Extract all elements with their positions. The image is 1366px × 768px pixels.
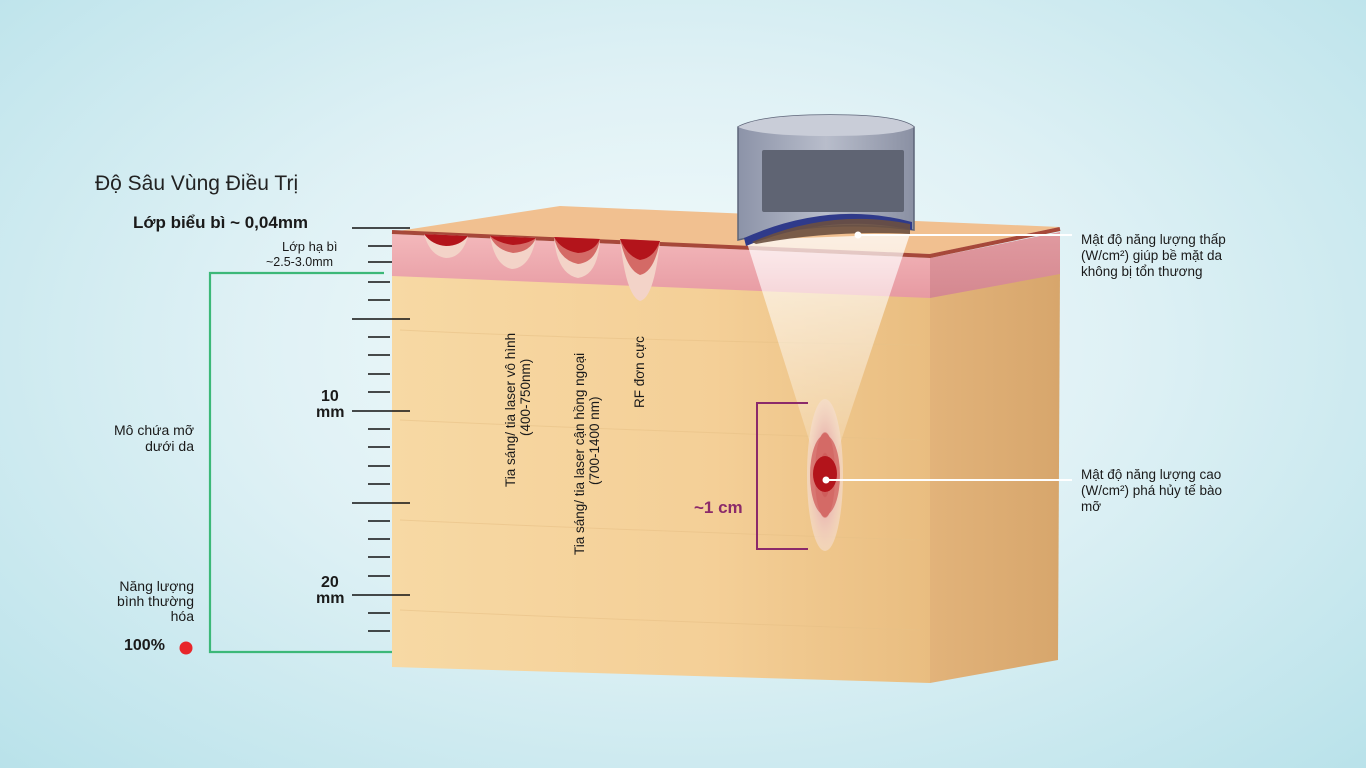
hifu-probe: [737, 114, 915, 246]
dermis-layer-side: [930, 232, 1060, 298]
low-density-label-line2: (W/cm²) giúp bề mặt da: [1081, 248, 1223, 263]
scale-20-unit: mm: [316, 590, 345, 607]
focus-size-label: ~1 cm: [694, 498, 743, 517]
rf-label: RF đơn cực: [632, 336, 647, 408]
energy-dot: [179, 641, 193, 655]
low-density-label-line1: Mật độ năng lượng thấp: [1081, 232, 1226, 247]
visible-laser-label: Tia sáng/ tia laser vô hình: [503, 332, 518, 487]
penetration-rf-monopolar: [620, 239, 660, 301]
fat-layer-side: [930, 272, 1060, 683]
nir-laser-range: (700-1400 nm): [587, 396, 602, 485]
visible-laser-range: (400-750nm): [518, 358, 533, 436]
high-density-label-line3: mỡ: [1081, 499, 1102, 514]
dermis-depth-label: ~2.5-3.0mm: [266, 255, 334, 269]
low-density-label-line3: không bị tổn thương: [1081, 264, 1203, 279]
nir-laser-label: Tia sáng/ tia laser cận hồng ngoại: [572, 352, 587, 555]
high-density-label-line2: (W/cm²) phá hủy tế bào: [1081, 483, 1223, 498]
scale-10-value: 10: [321, 388, 339, 405]
diagram-title: Độ Sâu Vùng Điều Trị: [95, 172, 299, 195]
scale-10-unit: mm: [316, 404, 345, 421]
depth-scale: [352, 227, 410, 632]
fat-label-line1: Mô chứa mỡ: [113, 422, 194, 438]
fat-label-line2: dưới da: [145, 438, 194, 454]
dermis-label: Lớp hạ bì: [282, 239, 338, 254]
energy-label-line1: Năng lượng: [119, 578, 194, 594]
fat-depth-bracket: [208, 271, 392, 654]
penetration-near-infrared: [554, 237, 600, 278]
penetration-visible-laser: [490, 236, 536, 269]
energy-label-line2: bình thường: [117, 593, 194, 609]
energy-beam: [746, 234, 910, 462]
focus-size-bracket: [756, 402, 808, 550]
penetration-visible-light: [424, 234, 468, 258]
energy-label-line3: hóa: [170, 608, 194, 624]
percent-label: 100%: [124, 637, 165, 654]
high-density-label-line1: Mật độ năng lượng cao: [1081, 467, 1222, 482]
epidermis-label: Lớp biểu bì ~ 0,04mm: [133, 213, 309, 232]
scale-20-value: 20: [321, 574, 339, 591]
